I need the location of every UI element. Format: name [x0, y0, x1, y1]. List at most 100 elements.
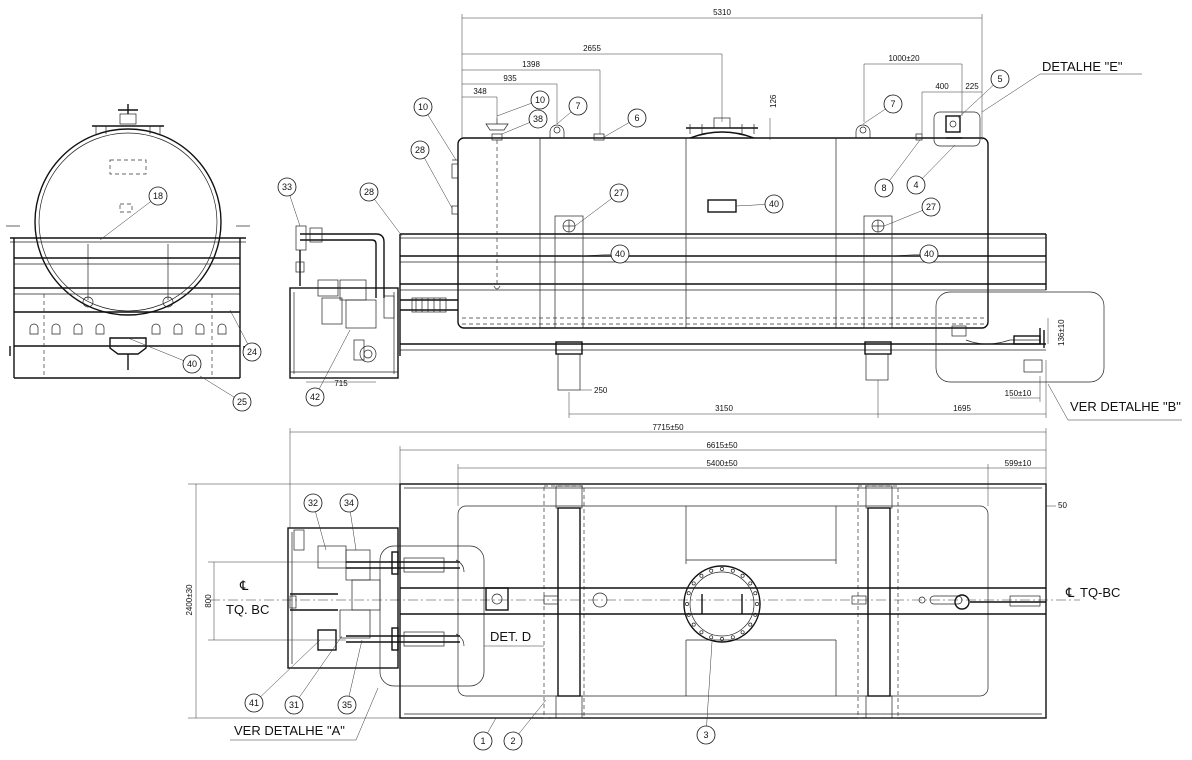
callout-bubble [284, 695, 304, 715]
callout-bubble [906, 175, 926, 195]
callout-leader [957, 78, 1001, 119]
callout-1: 1 [473, 717, 497, 751]
callout-bubble [528, 109, 548, 129]
callout-number: 40 [187, 359, 197, 369]
label-tq-bc-right: TQ-BC [1080, 585, 1120, 600]
callout-28: 28 [410, 140, 453, 209]
callout-number: 38 [533, 114, 543, 124]
callout-number: 32 [308, 498, 318, 508]
callout-40: 40 [579, 244, 630, 264]
flange-bolt [691, 581, 696, 586]
dim-1398: 1398 [522, 60, 540, 69]
dim-2655: 2655 [583, 44, 601, 53]
centerline-symbol-left: ℄ [239, 578, 249, 593]
label-det-d: DET. D [490, 629, 531, 644]
dim-1000: 1000±20 [888, 54, 920, 63]
callout-leader [422, 106, 457, 161]
dim-599: 599±10 [1005, 459, 1032, 468]
callout-bubble [503, 731, 523, 751]
callout-number: 28 [415, 145, 425, 155]
callout-bubble [182, 354, 202, 374]
callout-number: 35 [342, 700, 352, 710]
dim-1695: 1695 [953, 404, 971, 413]
dim-800: 800 [204, 594, 213, 608]
callout-number: 34 [344, 498, 354, 508]
label-tq-bc-left: TQ. BC [226, 602, 269, 617]
dim-225: 225 [965, 82, 979, 91]
callout-bubble [339, 493, 359, 513]
callout-number: 42 [310, 392, 320, 402]
callout-bubble [305, 387, 325, 407]
callout-5: 5 [957, 69, 1010, 119]
dim-935: 935 [503, 74, 517, 83]
callout-number: 28 [364, 187, 374, 197]
callout-number: 2 [510, 736, 515, 746]
callout-number: 5 [997, 74, 1002, 84]
dim-5400: 5400±50 [706, 459, 738, 468]
callout-bubble [148, 186, 168, 206]
callout-bubble [303, 493, 323, 513]
callout-2: 2 [503, 699, 547, 751]
callout-bubble [242, 342, 262, 362]
callout-33: 33 [277, 177, 301, 227]
flange-bolt [730, 568, 735, 573]
callout-27: 27 [883, 197, 941, 227]
callout-32: 32 [303, 493, 327, 551]
callout-3: 3 [696, 641, 716, 745]
callout-34: 34 [339, 493, 359, 551]
flange-bolt [709, 635, 714, 640]
callout-42: 42 [305, 329, 351, 407]
flange-bolt [730, 635, 735, 640]
dim-150: 150±10 [1005, 389, 1032, 398]
callout-bubble [609, 183, 629, 203]
callout-leader [705, 641, 713, 736]
callout-number: 18 [153, 191, 163, 201]
callout-number: 7 [890, 99, 895, 109]
callout-leader [253, 639, 321, 704]
callout-bubble [410, 140, 430, 160]
flange-bolt [685, 602, 689, 606]
flange-bolt [686, 591, 691, 596]
flange-bolt [699, 630, 704, 635]
flange-bolt [691, 622, 696, 627]
callout-10: 10 [496, 90, 550, 117]
flange-bolt [720, 637, 724, 641]
flange-bolt [755, 602, 759, 606]
callout-number: 3 [703, 730, 708, 740]
callout-bubble [874, 178, 894, 198]
flange-bolt [686, 612, 691, 617]
callout-24: 24 [229, 309, 262, 362]
dim-7715: 7715±50 [652, 423, 684, 432]
callout-number: 40 [769, 199, 779, 209]
label-ver-detalhe-b: VER DETALHE "B" [1070, 399, 1181, 414]
flange-bolt [740, 630, 745, 635]
annotation-labels: DETALHE "E" VER DETALHE "B" VER DETALHE … [226, 59, 1182, 741]
callout-bubble [764, 194, 784, 214]
callout-number: 31 [289, 700, 299, 710]
callout-number: 41 [249, 698, 259, 708]
flange-bolt [740, 573, 745, 578]
flange-bolt [753, 612, 758, 617]
callout-bubble [627, 108, 647, 128]
callout-number: 1 [480, 736, 485, 746]
callout-bubble [919, 244, 939, 264]
callout-leader [883, 139, 921, 189]
dim-50: 50 [1058, 501, 1067, 510]
callout-bubble [530, 90, 550, 110]
callout-bubble [413, 97, 433, 117]
flange-bolt [720, 567, 724, 571]
flange-bolt [748, 622, 753, 627]
dim-250: 250 [594, 386, 608, 395]
callout-number: 24 [247, 347, 257, 357]
callout-bubble [568, 96, 588, 116]
plan-view [210, 483, 1080, 719]
callout-6: 6 [603, 108, 647, 138]
dim-715: 715 [334, 379, 348, 388]
callout-number: 8 [881, 183, 886, 193]
flange-bolt [748, 581, 753, 586]
dimension-labels: 5310 2655 1398 935 348 1000±20 400 225 1… [185, 8, 1067, 616]
callout-leader [99, 195, 159, 241]
callout-bubble [696, 725, 716, 745]
